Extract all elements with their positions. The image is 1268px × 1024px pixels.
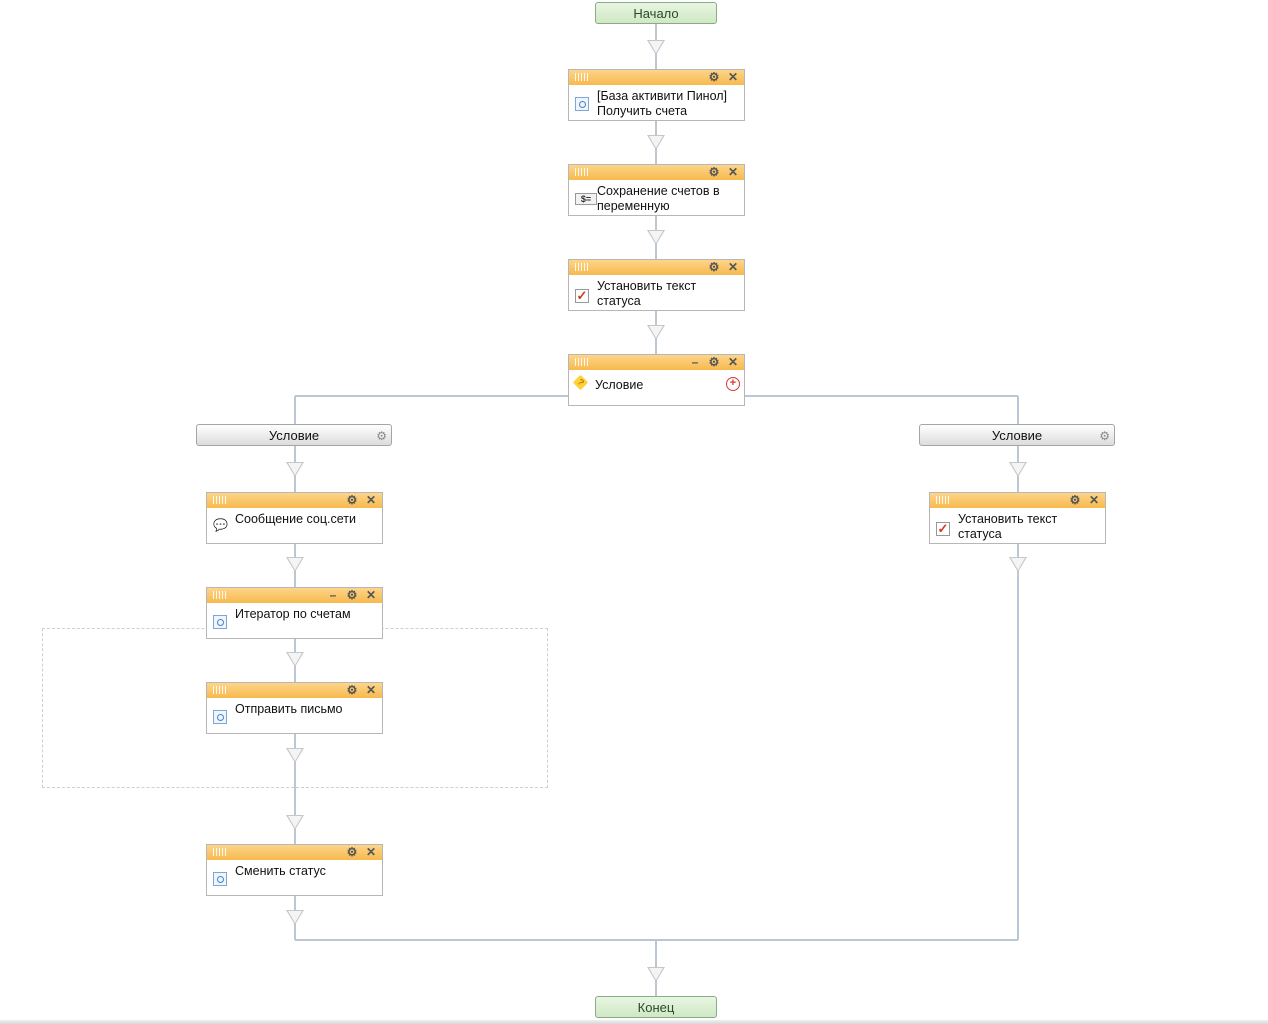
activity-label: Итератор по счетам: [235, 607, 351, 621]
gear-icon[interactable]: ⚙: [346, 588, 358, 602]
flow-arrow: [647, 135, 665, 150]
close-icon[interactable]: ✕: [365, 845, 377, 859]
drag-handle[interactable]: [213, 591, 227, 599]
drag-handle[interactable]: [575, 358, 589, 366]
drag-handle[interactable]: [575, 263, 589, 271]
gear-icon[interactable]: ⚙: [346, 683, 358, 697]
activity-label: Сохранение счетов в переменную: [597, 184, 720, 213]
flow-arrow: [286, 557, 304, 572]
activity-save-invoices[interactable]: ⚙ ✕ $= Сохранение счетов в переменную: [568, 164, 745, 216]
close-icon[interactable]: ✕: [1088, 493, 1100, 507]
activity-change-status[interactable]: ⚙ ✕ Сменить статус: [206, 844, 383, 896]
checkbox-check-icon: ✓: [575, 288, 589, 303]
close-icon[interactable]: ✕: [727, 165, 739, 179]
flow-arrow: [647, 967, 665, 982]
activity-label: Установить текст статуса: [958, 512, 1058, 541]
close-icon[interactable]: ✕: [727, 355, 739, 369]
start-node[interactable]: Начало: [595, 2, 717, 24]
branch-label: Условие: [991, 428, 1043, 443]
activity-iterator[interactable]: – ⚙ ✕ Итератор по счетам: [206, 587, 383, 639]
chat-bubbles-icon: 💬: [213, 518, 228, 532]
activity-label: Сообщение соц.сети: [235, 512, 356, 526]
drag-handle[interactable]: [575, 73, 589, 81]
activity-set-status-text-right[interactable]: ⚙ ✕ ✓ Установить текст статуса: [929, 492, 1106, 544]
drag-handle[interactable]: [213, 848, 227, 856]
drag-handle[interactable]: [575, 168, 589, 176]
drag-handle[interactable]: [213, 686, 227, 694]
variable-icon: $=: [575, 193, 597, 205]
close-icon[interactable]: ✕: [365, 588, 377, 602]
activity-label: Отправить письмо: [235, 702, 343, 716]
activity-condition[interactable]: – ⚙ ✕ ? Условие +: [568, 354, 745, 406]
activity-label: Установить текст статуса: [597, 279, 697, 308]
close-icon[interactable]: ✕: [365, 683, 377, 697]
activity-send-email[interactable]: ⚙ ✕ Отправить письмо: [206, 682, 383, 734]
checkbox-check-icon: ✓: [936, 521, 950, 536]
activity-header[interactable]: ⚙ ✕: [569, 70, 744, 85]
activity-header[interactable]: – ⚙ ✕: [569, 355, 744, 370]
end-node[interactable]: Конец: [595, 996, 717, 1018]
gear-icon[interactable]: ⚙: [1069, 493, 1081, 507]
add-branch-icon[interactable]: +: [726, 377, 740, 391]
gear-icon[interactable]: ⚙: [708, 260, 720, 274]
close-icon[interactable]: ✕: [727, 70, 739, 84]
gear-icon[interactable]: ⚙: [1099, 429, 1110, 443]
activity-label: [База активити Пинол] Получить счета: [597, 89, 728, 118]
drag-handle[interactable]: [936, 496, 950, 504]
bottom-scroll-bar[interactable]: [0, 1020, 1268, 1024]
activity-header[interactable]: ⚙ ✕: [207, 683, 382, 698]
gear-icon[interactable]: ⚙: [376, 429, 387, 443]
flow-arrow: [286, 815, 304, 830]
activity-box-icon: [575, 97, 589, 111]
activity-header[interactable]: ⚙ ✕: [569, 260, 744, 275]
close-icon[interactable]: ✕: [365, 493, 377, 507]
activity-box-icon: [213, 710, 227, 724]
condition-question-icon: ?: [572, 374, 589, 391]
flow-arrow: [286, 462, 304, 477]
gear-icon[interactable]: ⚙: [346, 845, 358, 859]
flow-arrow: [286, 910, 304, 925]
gear-icon[interactable]: ⚙: [708, 165, 720, 179]
minimize-icon[interactable]: –: [691, 355, 699, 369]
activity-header[interactable]: ⚙ ✕: [930, 493, 1105, 508]
activity-header[interactable]: – ⚙ ✕: [207, 588, 382, 603]
gear-icon[interactable]: ⚙: [346, 493, 358, 507]
activity-label: Условие: [595, 378, 644, 392]
gear-icon[interactable]: ⚙: [708, 355, 720, 369]
flow-arrow: [1009, 557, 1027, 572]
flow-arrow: [1009, 462, 1027, 477]
minimize-icon[interactable]: –: [329, 588, 337, 602]
flow-arrow: [647, 230, 665, 245]
branch-label: Условие: [268, 428, 320, 443]
flow-arrow: [647, 40, 665, 55]
activity-social-message[interactable]: ⚙ ✕ 💬 Сообщение соц.сети: [206, 492, 383, 544]
branch-header-left[interactable]: Условие ⚙: [196, 424, 392, 446]
activity-get-invoices[interactable]: ⚙ ✕ [База активити Пинол] Получить счета: [568, 69, 745, 121]
activity-header[interactable]: ⚙ ✕: [569, 165, 744, 180]
activity-box-icon: [213, 615, 227, 629]
flow-arrow: [286, 652, 304, 667]
close-icon[interactable]: ✕: [727, 260, 739, 274]
activity-box-icon: [213, 872, 227, 886]
drag-handle[interactable]: [213, 496, 227, 504]
activity-label: Сменить статус: [235, 864, 326, 878]
activity-header[interactable]: ⚙ ✕: [207, 493, 382, 508]
flow-arrow: [647, 325, 665, 340]
branch-header-right[interactable]: Условие ⚙: [919, 424, 1115, 446]
activity-set-status-text[interactable]: ⚙ ✕ ✓ Установить текст статуса: [568, 259, 745, 311]
gear-icon[interactable]: ⚙: [708, 70, 720, 84]
flow-arrow: [286, 748, 304, 763]
activity-header[interactable]: ⚙ ✕: [207, 845, 382, 860]
